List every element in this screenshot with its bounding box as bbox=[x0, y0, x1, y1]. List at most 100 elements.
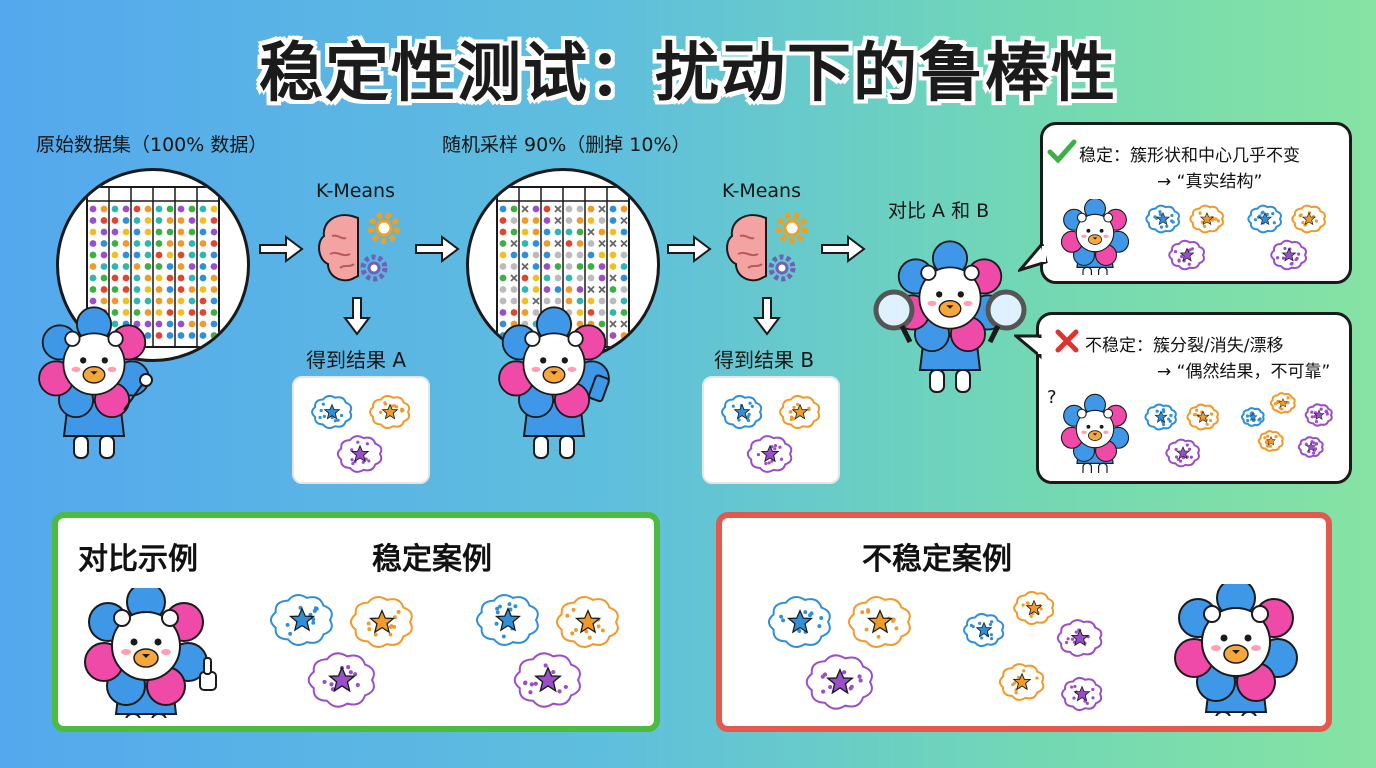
unstable-heading: 不稳定案例 bbox=[862, 542, 1012, 577]
removed-point-icon bbox=[620, 320, 628, 328]
cluster bbox=[1291, 204, 1326, 234]
cluster bbox=[779, 394, 821, 430]
thumbs-up-icon bbox=[199, 657, 217, 691]
brain-icon bbox=[726, 212, 808, 282]
bubble-tail bbox=[1018, 244, 1048, 273]
removed-point-icon bbox=[609, 274, 617, 282]
brain-icon bbox=[318, 212, 400, 282]
cluster bbox=[349, 596, 413, 648]
phone-icon bbox=[588, 374, 610, 403]
unstable-callout: 不稳定：簇分裂/消失/漂移 → “偶然结果，不可靠” ? bbox=[1036, 312, 1352, 484]
cluster bbox=[513, 652, 581, 708]
result-b-clusters bbox=[702, 376, 840, 484]
unstable-text-line1: 不稳定：簇分裂/消失/漂移 bbox=[1085, 336, 1284, 356]
removed-point-icon bbox=[554, 216, 562, 225]
removed-point-icon bbox=[554, 205, 562, 213]
result-a-clusters bbox=[292, 376, 430, 484]
gear-icon bbox=[360, 254, 388, 282]
mascot-with-phone bbox=[498, 306, 610, 459]
mascot-thumbs-up bbox=[84, 588, 217, 718]
removed-point-icon bbox=[532, 297, 540, 305]
check-icon bbox=[1047, 139, 1077, 164]
cluster bbox=[1257, 430, 1284, 452]
cluster bbox=[998, 663, 1045, 701]
stable-text-line1: 稳定：簇形状和中心几乎不变 bbox=[1079, 146, 1300, 166]
kmeans-a-label: K-Means bbox=[316, 180, 395, 202]
stable-heading: 稳定案例 bbox=[372, 542, 492, 577]
removed-point-icon bbox=[609, 320, 617, 328]
cluster bbox=[767, 596, 831, 648]
removed-point-icon bbox=[510, 274, 518, 282]
cluster bbox=[475, 594, 539, 646]
cluster bbox=[1061, 676, 1103, 712]
question-mark: ? bbox=[1047, 387, 1057, 408]
unstable-text-line2: → “偶然结果，不可靠” bbox=[1157, 362, 1331, 382]
original-dataset-label: 原始数据集（100% 数据） bbox=[36, 134, 268, 156]
cluster bbox=[1013, 590, 1055, 626]
removed-point-icon bbox=[510, 239, 518, 248]
cluster bbox=[1056, 619, 1103, 657]
arrow-down-icon bbox=[343, 297, 371, 336]
removed-point-icon bbox=[587, 228, 595, 236]
cluster bbox=[1297, 436, 1324, 458]
cluster bbox=[746, 435, 793, 473]
cluster bbox=[1144, 403, 1177, 431]
gear-icon bbox=[776, 212, 808, 244]
cluster bbox=[805, 654, 873, 710]
sampled-dataset-table bbox=[466, 168, 660, 362]
gear-icon bbox=[368, 212, 400, 244]
cluster bbox=[336, 435, 383, 473]
removed-point-icon bbox=[587, 285, 595, 294]
arrow-right-icon bbox=[415, 235, 460, 263]
stable-example-panel: 对比示例 稳定案例 bbox=[52, 512, 660, 732]
page-title: 稳定性测试：扰动下的鲁棒性 bbox=[259, 37, 1117, 111]
cluster bbox=[1145, 204, 1180, 234]
bubble-tail bbox=[1014, 334, 1042, 360]
mascot-happy bbox=[1060, 199, 1130, 275]
kmeans-b-label: K-Means bbox=[722, 180, 801, 202]
result-b-label: 得到结果 B bbox=[714, 348, 815, 372]
magnifier-icon bbox=[985, 289, 1027, 344]
unstable-callout-clusters bbox=[1144, 392, 1333, 468]
removed-point-icon bbox=[598, 285, 606, 294]
cluster bbox=[1186, 403, 1219, 431]
sample-label: 随机采样 90%（删掉 10%） bbox=[442, 134, 691, 156]
stable-panel-clusters bbox=[269, 594, 619, 708]
compare-heading: 对比示例 bbox=[78, 542, 198, 577]
cluster bbox=[555, 596, 619, 648]
unstable-panel-clusters bbox=[767, 590, 1103, 712]
cluster bbox=[721, 394, 763, 430]
cluster bbox=[1270, 239, 1307, 271]
mascot-pointing bbox=[38, 306, 153, 459]
result-a-label: 得到结果 A bbox=[306, 348, 407, 372]
cross-icon bbox=[1055, 329, 1079, 353]
arrow-right-icon bbox=[667, 235, 712, 263]
cluster bbox=[1165, 438, 1200, 468]
removed-point-icon bbox=[521, 262, 529, 271]
removed-point-icon bbox=[598, 205, 606, 213]
arrow-down-icon bbox=[753, 297, 781, 336]
removed-point-icon bbox=[554, 239, 562, 248]
stable-text-line2: → “真实结构” bbox=[1157, 172, 1263, 192]
cluster bbox=[1304, 403, 1333, 427]
cluster bbox=[1168, 239, 1205, 271]
mascot-comparing bbox=[873, 240, 1027, 393]
unstable-example-panel: 不稳定案例 bbox=[716, 512, 1332, 732]
cluster bbox=[1189, 204, 1224, 234]
removed-point-icon bbox=[609, 239, 617, 248]
compare-label: 对比 A 和 B bbox=[888, 200, 990, 222]
cluster bbox=[1247, 204, 1282, 234]
gear-icon bbox=[768, 254, 796, 282]
stable-callout: 稳定：簇形状和中心几乎不变 → “真实结构” bbox=[1040, 122, 1352, 284]
cluster bbox=[269, 594, 333, 646]
cluster bbox=[847, 596, 911, 648]
magnifier-icon bbox=[873, 289, 915, 344]
cluster bbox=[311, 394, 353, 430]
stable-callout-clusters bbox=[1145, 204, 1326, 271]
arrow-right-icon bbox=[259, 235, 304, 263]
cluster bbox=[307, 652, 375, 708]
arrow-right-icon bbox=[821, 235, 866, 263]
removed-point-icon bbox=[620, 216, 628, 225]
removed-point-icon bbox=[598, 239, 606, 248]
cluster bbox=[1240, 407, 1265, 427]
